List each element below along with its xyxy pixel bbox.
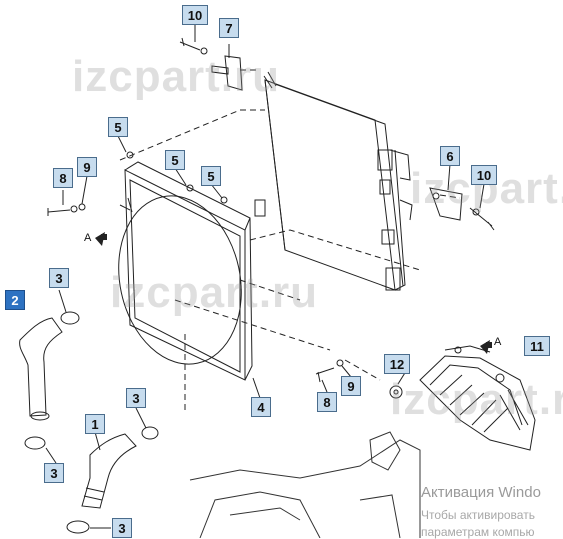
view-arrow-right — [480, 340, 492, 354]
callout-8: 8 — [317, 392, 337, 412]
bolt-10-top — [179, 37, 208, 55]
callout-3: 3 — [49, 268, 69, 288]
bolt-8-middle — [315, 359, 344, 383]
callout-1: 1 — [85, 414, 105, 434]
fan-shroud — [118, 161, 266, 381]
windows-activation-title: Активация Windo — [421, 484, 541, 501]
bracket-7 — [211, 55, 243, 91]
radiator-core — [263, 71, 413, 291]
mount-11 — [419, 345, 536, 451]
callout-2: 2 — [5, 290, 25, 310]
windows-activation-text: Чтобы активировать — [421, 508, 535, 522]
view-label-a-right: A — [494, 336, 502, 348]
clamp-3-b — [24, 436, 46, 450]
callout-7: 7 — [219, 18, 239, 38]
watermark: izcpart.ru — [390, 375, 563, 424]
fastener-5-b — [186, 184, 194, 192]
assembly-lines — [119, 69, 461, 410]
callout-5: 5 — [165, 150, 185, 170]
bracket-6 — [429, 187, 463, 221]
callout-3: 3 — [126, 388, 146, 408]
callout-11: 11 — [524, 336, 550, 356]
callout-9: 9 — [341, 376, 361, 396]
callout-5: 5 — [108, 117, 128, 137]
nut-12 — [389, 385, 403, 399]
view-arrow-left — [95, 232, 107, 246]
callout-9: 9 — [77, 157, 97, 177]
fastener-5-c — [220, 196, 228, 204]
upper-hose-2 — [19, 317, 63, 421]
callout-3: 3 — [44, 463, 64, 483]
bolt-8-left — [47, 203, 86, 216]
callout-6: 6 — [440, 146, 460, 166]
callout-8: 8 — [53, 168, 73, 188]
chassis-frame — [189, 431, 421, 538]
callout-4: 4 — [251, 397, 271, 417]
view-label-a-left: A — [84, 232, 92, 244]
clamp-3-a — [60, 311, 80, 325]
watermark: izcpart.ru — [110, 268, 319, 317]
callout-10: 10 — [182, 5, 208, 25]
callout-3: 3 — [112, 518, 132, 538]
leader-lines — [45, 22, 485, 529]
clamp-3-d — [66, 520, 90, 534]
clamp-3-c — [141, 426, 159, 440]
fastener-5-a — [126, 151, 134, 159]
lower-hose-1 — [81, 433, 137, 509]
callout-5: 5 — [201, 166, 221, 186]
callout-12: 12 — [384, 354, 410, 374]
bolt-10-right — [469, 207, 495, 231]
windows-activation-text: параметрам компью — [421, 525, 535, 539]
watermark: izcpart.ru — [72, 52, 281, 101]
callout-10: 10 — [471, 165, 497, 185]
